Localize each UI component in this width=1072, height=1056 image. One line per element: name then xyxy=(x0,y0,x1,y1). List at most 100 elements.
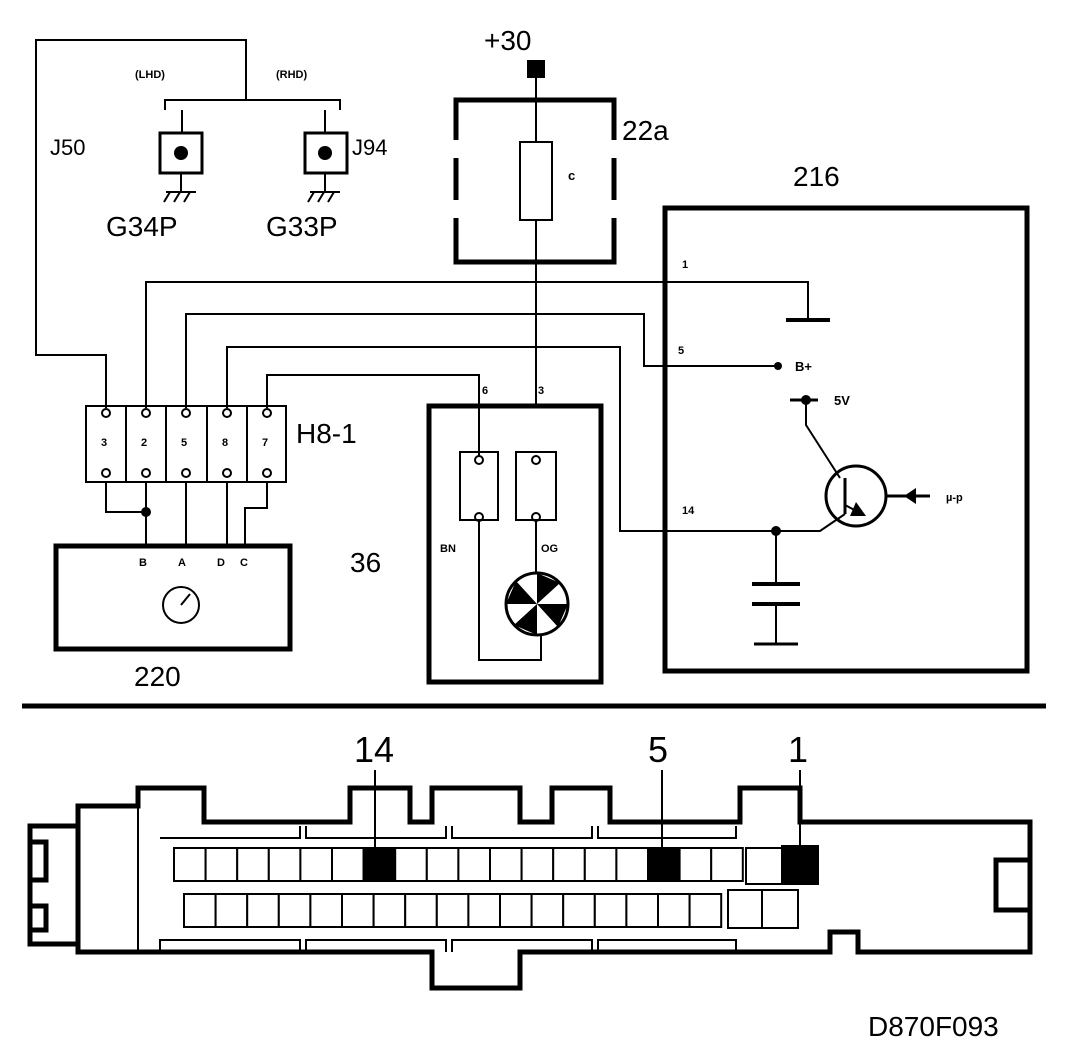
sensor-box xyxy=(53,543,293,652)
terminal-right-pin-top xyxy=(531,455,541,465)
sensor-pin-b: B xyxy=(139,557,147,569)
pin-terminal xyxy=(101,408,111,418)
connector-cavity xyxy=(341,893,375,928)
connector-cavity xyxy=(489,847,523,882)
connector-housing xyxy=(75,785,1033,991)
connector-cavity xyxy=(710,847,744,882)
fuse-c xyxy=(519,141,553,221)
ecu-216: 216 1 5 B+ 5V µ-p 14 xyxy=(662,161,1030,674)
ecu-label: 216 xyxy=(793,161,840,192)
connector-cavity xyxy=(246,893,280,928)
connector-cavity-used xyxy=(362,847,397,882)
micro-arrow-icon xyxy=(904,488,916,504)
wire-pin-7-to-lamp xyxy=(266,374,480,456)
terminal-left-pin-top xyxy=(474,455,484,465)
connector-cavity xyxy=(173,847,207,882)
connector-cells xyxy=(173,845,819,929)
pin-14-label: 14 xyxy=(354,729,394,770)
wire-color-og: OG xyxy=(541,543,558,555)
sensor-dial-icon xyxy=(162,586,200,624)
ecu-box xyxy=(662,205,1030,674)
connector-cavity xyxy=(688,893,723,928)
ground-g33p-label: G33P xyxy=(266,211,338,242)
connector-cavity xyxy=(404,893,438,928)
sensor-220: B A D C 220 xyxy=(53,543,293,692)
connector-cavity xyxy=(678,847,713,882)
fuse-label: c xyxy=(568,168,575,183)
connector-cavity xyxy=(435,893,470,928)
lamp-icon xyxy=(504,571,570,637)
wire-pin-14-internal xyxy=(665,513,846,532)
connector-cavity xyxy=(236,847,270,882)
connector-cavity xyxy=(745,847,783,885)
pin-terminal xyxy=(141,468,151,478)
connector-j94-label: J94 xyxy=(352,135,387,160)
connector-cavity xyxy=(331,847,365,882)
pin-terminal xyxy=(222,468,232,478)
ground-icon xyxy=(307,191,340,203)
wire-pin-7-to-c xyxy=(244,482,268,546)
connector-cavity xyxy=(657,893,691,928)
connector-latch xyxy=(27,823,78,947)
terminal-left xyxy=(459,451,499,521)
vref-label: 5V xyxy=(834,393,850,408)
supply-terminal xyxy=(527,60,545,78)
connector-cavity xyxy=(615,847,650,882)
lhd-label: (LHD) xyxy=(135,69,165,81)
wire-pin-3-to-b xyxy=(105,482,146,513)
micro-label: µ-p xyxy=(946,492,963,504)
sensor-pin-d: D xyxy=(217,557,225,569)
pin-terminal xyxy=(262,468,272,478)
connector-cavity xyxy=(761,889,799,929)
lamp-module-36: 36 6 3 BN OG xyxy=(350,385,604,685)
connector-cavity xyxy=(394,847,428,882)
splice-node xyxy=(141,507,151,517)
ground-g34p-label: G34P xyxy=(106,211,178,242)
ground-icon xyxy=(163,191,196,203)
ecu-connector-view: 14 5 1 xyxy=(27,729,1033,991)
sensor-pin-a: A xyxy=(178,557,186,569)
ground-section: (LHD) (RHD) J50 G34P J94 G33P xyxy=(35,39,387,408)
connector-cavity xyxy=(204,847,239,882)
ecu-pin-14-label: 14 xyxy=(682,505,695,517)
pin-number-label: 5 xyxy=(181,437,187,449)
module-pin-left: 6 xyxy=(482,385,488,397)
connector-cavity xyxy=(530,893,565,928)
connector-cavity xyxy=(552,847,586,882)
terminal-j50 xyxy=(174,146,188,160)
fuse-box-label: 22a xyxy=(622,115,669,146)
pin-terminal xyxy=(181,408,191,418)
wire-ground xyxy=(35,39,247,408)
module-pin-right: 3 xyxy=(538,385,544,397)
connector-cavity xyxy=(625,893,660,928)
sensor-pin-c: C xyxy=(240,557,248,569)
fuse-section: +30 c 22a xyxy=(453,25,669,406)
connector-cavity xyxy=(562,893,596,928)
bplus-label: B+ xyxy=(795,359,812,374)
pin-number-label: 7 xyxy=(262,437,268,449)
pin-1-label: 1 xyxy=(788,729,808,770)
figure-id: D870F093 xyxy=(868,1011,999,1042)
pin-terminal xyxy=(141,408,151,418)
transistor-icon xyxy=(824,464,888,528)
wire-vref xyxy=(805,400,841,479)
wire-pin-5-to-ecu-5 xyxy=(185,313,778,408)
connector-cavity-used xyxy=(781,845,819,885)
connector-cavity xyxy=(457,847,491,882)
pin-number-label: 2 xyxy=(141,437,147,449)
pin-number-label: 8 xyxy=(222,437,228,449)
fuse-box-22a xyxy=(453,97,617,265)
connector-cavity xyxy=(520,847,555,882)
connector-cavity xyxy=(583,847,618,882)
connector-cavity xyxy=(593,893,628,928)
terminal-j94 xyxy=(318,146,332,160)
rhd-label: (RHD) xyxy=(276,69,307,81)
connector-key xyxy=(993,857,1030,913)
connector-cavity-used xyxy=(647,847,681,882)
pin-terminal xyxy=(181,468,191,478)
pin-terminal xyxy=(222,408,232,418)
module-box xyxy=(426,403,604,685)
